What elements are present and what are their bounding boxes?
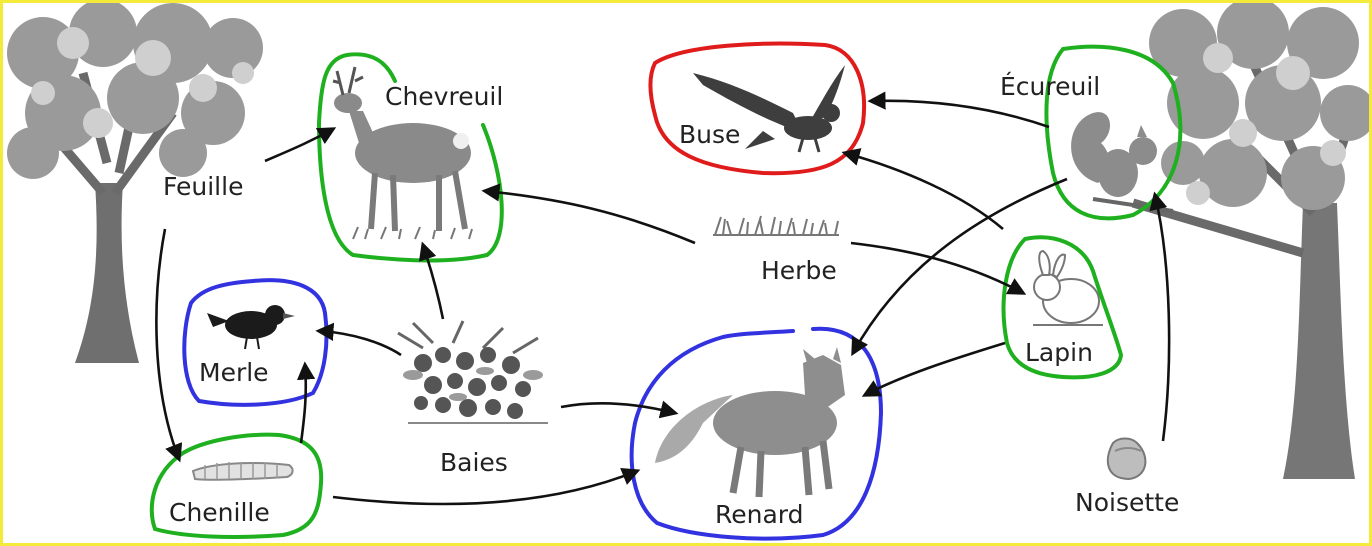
chevreuil-ring [316,52,504,263]
noisette-hazelnut-illustration [1106,437,1147,481]
arrow-baies-chevreuil [418,241,445,320]
label-baies: Baies [440,448,508,477]
label-renard: Renard [715,500,804,529]
baies-berries-illustration [397,320,548,424]
group-rings [149,41,1183,541]
label-merle: Merle [199,358,269,387]
buse-buzzard-illustration [693,65,845,153]
arrow-chenille-merle [296,361,316,444]
label-ecureuil: Écureuil [1000,72,1100,101]
lapin-ring [1001,235,1124,380]
food-web-canvas: Feuille Chevreuil Buse Écureuil Herbe La… [7,3,1369,541]
arrow-ecureuil-buse [867,91,1050,129]
label-chevreuil: Chevreuil [385,82,503,111]
ecureuil-ring [1044,44,1183,221]
arrow-ecureuil-renard [851,177,1068,357]
arrow-chenille-renard [332,468,641,506]
arrow-baies-renard [560,400,679,419]
arrow-feuille-chenille [155,228,183,463]
arrow-herbe-lapin [850,241,1027,295]
chenille-caterpillar-illustration [191,462,294,481]
left-tree-illustration [7,3,263,363]
label-buse: Buse [679,120,740,149]
chenille-ring [149,432,324,539]
arrow-lapin-buse [841,148,1004,230]
label-noisette: Noisette [1075,488,1179,517]
label-lapin: Lapin [1025,338,1093,367]
label-herbe: Herbe [761,256,837,285]
renard-ring [629,326,884,541]
arrow-herbe-chevreuil [481,183,696,245]
arrow-feuille-chevreuil [264,127,337,163]
chevreuil-roe-deer-illustration [332,66,473,240]
node-labels: Feuille Chevreuil Buse Écureuil Herbe La… [163,72,1179,529]
ecureuil-squirrel-illustration [1071,112,1174,213]
label-chenille: Chenille [169,498,270,527]
merle-blackbird-illustration [207,305,295,350]
arrow-lapin-renard [861,341,1006,397]
merle-ring [182,278,329,407]
arrow-baies-merle [315,322,402,357]
renard-fox-illustration [655,347,845,498]
herbe-grass-illustration [713,215,839,236]
food-web-arrows [155,91,1171,506]
arrow-noisette-ecureuil [1149,191,1171,442]
lapin-rabbit-illustration [1033,249,1103,326]
label-feuille: Feuille [163,172,243,201]
